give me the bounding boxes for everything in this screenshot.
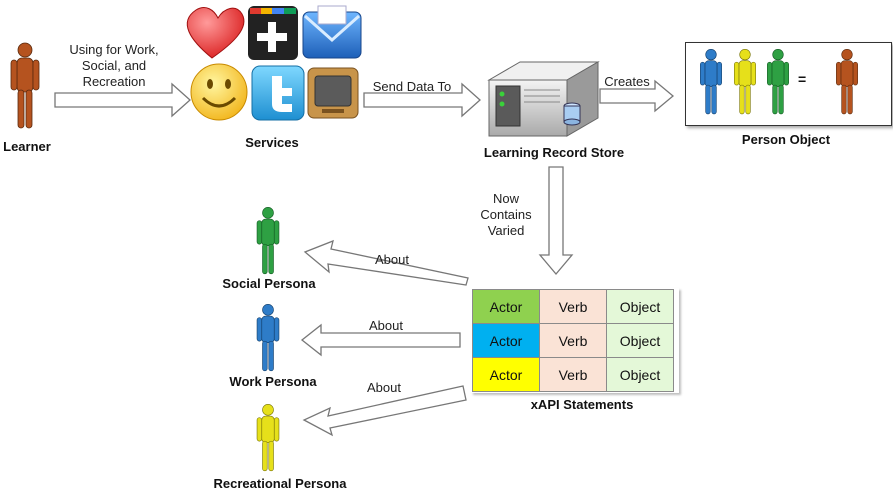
social-persona-figure-icon bbox=[256, 207, 280, 275]
contains-line-3: Varied bbox=[487, 223, 525, 238]
usage-line-1: Using for Work, bbox=[69, 42, 159, 57]
services-label: Services bbox=[245, 135, 299, 150]
send-data-label: Send Data To bbox=[372, 79, 452, 94]
learner-figure-icon bbox=[10, 42, 40, 129]
learner-label: Learner bbox=[3, 139, 51, 154]
verb-cell: Verb bbox=[539, 289, 607, 324]
verb-cell: Verb bbox=[539, 357, 607, 392]
heart-icon bbox=[186, 7, 245, 59]
arrow-learner-to-services bbox=[54, 82, 191, 118]
green-person-icon bbox=[767, 48, 789, 115]
table-row: Actor Verb Object bbox=[472, 323, 674, 358]
google-plus-icon bbox=[248, 6, 298, 60]
services-cluster bbox=[186, 5, 362, 121]
recreational-persona-label: Recreational Persona bbox=[213, 476, 347, 491]
tv-icon bbox=[307, 67, 359, 119]
server-icon bbox=[487, 61, 600, 137]
work-persona-label: Work Persona bbox=[229, 374, 317, 389]
arrow-xapi-to-recreational bbox=[302, 385, 467, 437]
object-cell: Object bbox=[606, 357, 674, 392]
actor-cell: Actor bbox=[472, 357, 540, 392]
twitter-icon bbox=[251, 65, 305, 121]
table-row: Actor Verb Object bbox=[472, 289, 674, 324]
person-object-box: = bbox=[685, 42, 892, 126]
arrow-lrs-to-xapi bbox=[538, 166, 574, 276]
actor-cell: Actor bbox=[472, 323, 540, 358]
table-row: Actor Verb Object bbox=[472, 357, 674, 392]
mail-icon bbox=[302, 5, 362, 59]
yellow-person-icon bbox=[734, 48, 756, 115]
arrow-lrs-to-person-object bbox=[599, 79, 675, 113]
actor-cell: Actor bbox=[472, 289, 540, 324]
verb-cell: Verb bbox=[539, 323, 607, 358]
contains-arrow-label: Now Contains Varied bbox=[468, 191, 544, 239]
about-label-work: About bbox=[369, 318, 403, 333]
arrow-xapi-to-work bbox=[300, 323, 461, 357]
contains-line-1: Now bbox=[492, 191, 519, 206]
person-object-label: Person Object bbox=[741, 132, 831, 147]
usage-line-2: Social, and bbox=[81, 58, 147, 73]
contains-line-2: Contains bbox=[480, 207, 532, 222]
smiley-icon bbox=[190, 63, 248, 121]
brown-person-icon bbox=[836, 48, 858, 115]
lrs-label: Learning Record Store bbox=[483, 145, 625, 160]
recreational-persona-figure-icon bbox=[256, 404, 280, 472]
usage-line-3: Recreation bbox=[82, 74, 146, 89]
object-cell: Object bbox=[606, 289, 674, 324]
creates-label: Creates bbox=[604, 74, 650, 89]
equals-sign: = bbox=[798, 71, 807, 87]
social-persona-label: Social Persona bbox=[222, 276, 316, 291]
about-label-social: About bbox=[375, 252, 409, 267]
arrow-xapi-to-social bbox=[303, 239, 469, 286]
about-label-recreational: About bbox=[367, 380, 401, 395]
xapi-statements-table: Actor Verb Object Actor Verb Object Acto… bbox=[472, 289, 674, 392]
arrow-services-to-lrs bbox=[363, 82, 481, 118]
blue-person-icon bbox=[700, 48, 722, 115]
usage-arrow-label: Using for Work, Social, and Recreation bbox=[54, 42, 174, 90]
work-persona-figure-icon bbox=[256, 304, 280, 372]
xapi-statements-label: xAPI Statements bbox=[530, 397, 634, 412]
object-cell: Object bbox=[606, 323, 674, 358]
